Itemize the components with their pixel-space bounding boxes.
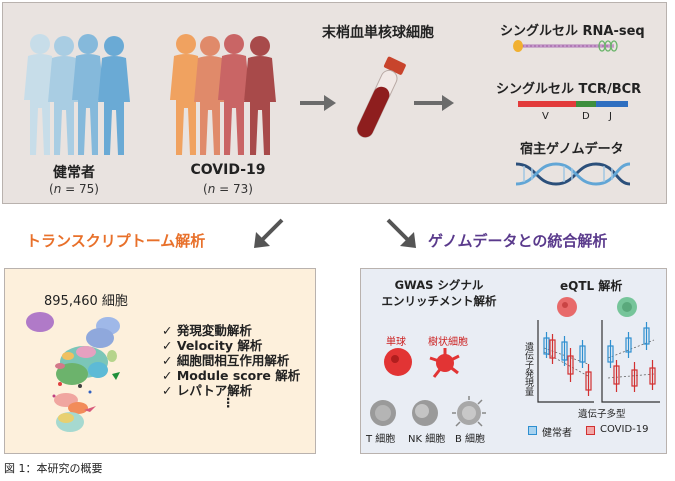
dendritic-cell-icon (429, 348, 460, 378)
eqtl-legend: 健常者 COVID-19 (528, 424, 668, 440)
list-item: ✓ 発現変動解析 (162, 323, 252, 338)
cell-count: 895,460 細胞 (44, 294, 128, 309)
pbmc-label: 末梢血単核球細胞 (322, 25, 434, 41)
v-segment-label: V (542, 111, 549, 122)
b-cell-icon (452, 396, 486, 427)
tcr-bcr-label: シングルセル TCR/BCR (496, 82, 642, 97)
eqtl-x-axis-label: 遺伝子多型 (578, 409, 626, 420)
monocyte-label: 単球 (386, 337, 406, 348)
t-cell-icon (370, 400, 396, 426)
monocyte-icon (384, 348, 412, 376)
arrow-down-right-icon (386, 218, 416, 248)
transcriptome-panel (4, 268, 316, 454)
eqtl-plot (537, 320, 660, 403)
healthy-people-icon (24, 34, 130, 155)
analysis-list: ✓ 発現変動解析 ✓ Velocity 解析 ✓ 細胞間相互作用解析 ✓ Mod… (162, 320, 312, 413)
healthy-label: 健常者 (53, 165, 95, 181)
arrow-down-left-icon (254, 218, 284, 248)
arrow-right-icon (300, 95, 336, 111)
genome-integration-title: ゲノムデータとの統合解析 (428, 232, 608, 250)
legend-healthy-label: 健常者 (542, 428, 572, 439)
dna-icon (515, 162, 631, 186)
healthy-n: (n = 75) (49, 182, 99, 196)
eqtl-cell-icon (617, 297, 637, 317)
rna-read-icon (513, 40, 618, 52)
nk-cell-label: NK 細胞 (408, 434, 446, 445)
eqtl-title: eQTL 解析 (560, 279, 623, 293)
eqtl-monocyte-icon (557, 297, 577, 317)
figure-caption: 図 1：本研究の概要 (4, 462, 103, 475)
covid-n: (n = 73) (203, 182, 253, 196)
b-cell-label: B 細胞 (455, 434, 486, 445)
covid-people-icon (170, 34, 276, 155)
t-cell-label: T 細胞 (366, 434, 396, 445)
list-item: ✓ レパトア解析 (162, 383, 253, 398)
gwas-title: GWAS シグナル エンリッチメント解析 (381, 278, 497, 308)
genome-label: 宿主ゲノムデータ (520, 142, 624, 157)
umap-plot (26, 312, 120, 432)
d-segment-label: D (582, 111, 590, 122)
eqtl-y-axis-label: 遺伝子発現量 (523, 342, 533, 396)
rna-seq-label: シングルセル RNA-seq (500, 24, 645, 39)
list-item: ✓ Module score 解析 (162, 368, 301, 383)
list-item: ⋮ (222, 395, 235, 410)
transcriptome-analysis-title: トランスクリプトーム解析 (26, 232, 206, 250)
list-item: ✓ 細胞間相互作用解析 (162, 353, 290, 368)
blood-tube-icon (356, 56, 406, 138)
vdj-bar (518, 101, 628, 107)
legend-covid-label: COVID-19 (600, 424, 649, 435)
j-segment-label: J (609, 111, 612, 122)
dendritic-cell-label: 樹状細胞 (428, 337, 468, 348)
arrow-right-icon (414, 95, 454, 111)
legend-covid-swatch (586, 426, 595, 435)
nk-cell-icon (412, 400, 438, 426)
covid-label: COVID-19 (190, 162, 266, 178)
legend-healthy-swatch (528, 426, 537, 435)
list-item: ✓ Velocity 解析 (162, 338, 263, 353)
